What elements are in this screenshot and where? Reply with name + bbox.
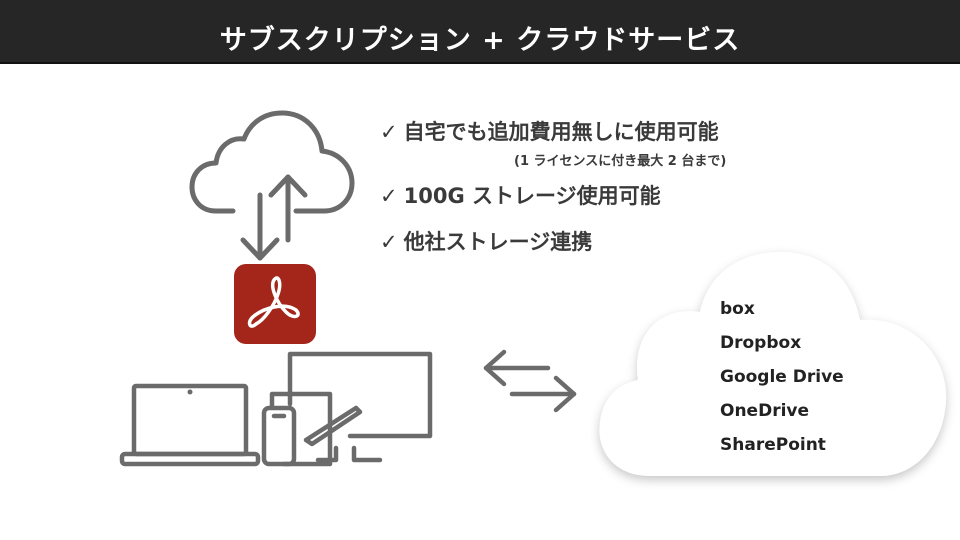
feature-text: 100G ストレージ使用可能 — [403, 184, 661, 208]
cloud-upload-download-icon — [189, 110, 355, 261]
title-bar: サブスクリプション + クラウドサービス — [0, 0, 960, 64]
service-item-google-drive: Google Drive — [720, 367, 844, 387]
service-list: box Dropbox Google Drive OneDrive ShareP… — [720, 296, 844, 466]
adobe-acrobat-icon — [234, 264, 316, 344]
feature-note: (1 ライセンスに付き最大 2 台まで) — [514, 154, 727, 169]
service-item-dropbox: Dropbox — [720, 333, 802, 353]
service-item-sharepoint: SharePoint — [720, 435, 826, 455]
feature-text: 他社ストレージ連携 — [403, 230, 593, 254]
devices-icon — [119, 351, 433, 467]
feature-item: ✓他社ストレージ連携 — [380, 226, 592, 256]
feature-item: ✓自宅でも追加費用無しに使用可能 — [380, 116, 719, 146]
service-item-onedrive: OneDrive — [720, 401, 810, 421]
slide-title: サブスクリプション + クラウドサービス — [219, 24, 741, 56]
feature-text: 自宅でも追加費用無しに使用可能 — [403, 120, 719, 144]
check-icon: ✓ — [380, 120, 398, 144]
check-icon: ✓ — [380, 184, 398, 208]
bidirectional-arrows-icon — [483, 349, 577, 413]
feature-item: ✓100G ストレージ使用可能 — [380, 180, 661, 210]
cloud-icon — [599, 252, 947, 476]
check-icon: ✓ — [380, 230, 398, 254]
service-item-box: box — [720, 299, 755, 319]
